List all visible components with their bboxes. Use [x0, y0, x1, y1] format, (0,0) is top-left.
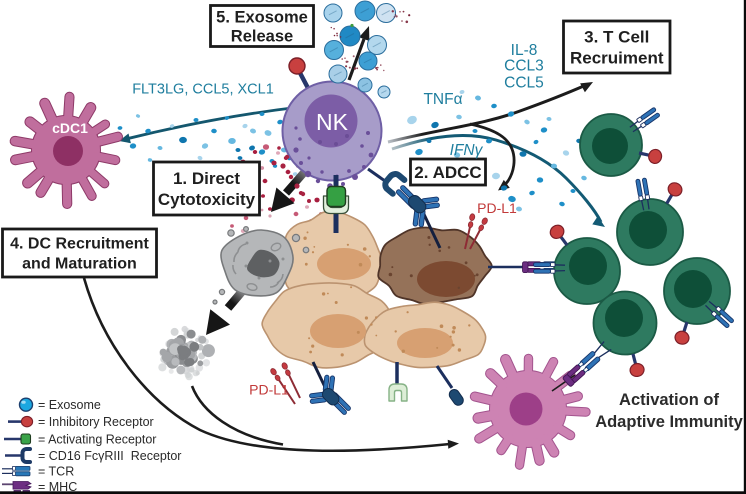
svg-text:Release: Release — [231, 27, 293, 45]
svg-text:3. T Cell: 3. T Cell — [584, 28, 649, 47]
svg-text:2. ADCC: 2. ADCC — [414, 163, 481, 182]
svg-text:= CD16 FcγRIII Receptor: = CD16 FcγRIII Receptor — [38, 449, 181, 463]
svg-text:1. Direct: 1. Direct — [173, 169, 240, 188]
svg-text:PD-L1: PD-L1 — [249, 382, 289, 398]
svg-text:Recruiment: Recruiment — [570, 49, 664, 68]
svg-text:= Activating Receptor: = Activating Receptor — [38, 433, 156, 447]
svg-text:= TCR: = TCR — [38, 465, 74, 479]
svg-text:= MHC: = MHC — [38, 480, 77, 494]
svg-text:Adaptive Immunity: Adaptive Immunity — [595, 413, 743, 431]
svg-text:= Exosome: = Exosome — [38, 398, 101, 412]
svg-text:IFNγ: IFNγ — [450, 142, 484, 159]
svg-text:Activation of: Activation of — [619, 391, 719, 409]
svg-text:and Maturation: and Maturation — [22, 256, 137, 273]
svg-text:IL-8: IL-8 — [511, 42, 538, 59]
svg-text:Cytotoxicity: Cytotoxicity — [158, 190, 256, 209]
svg-text:= Inhibitory Receptor: = Inhibitory Receptor — [38, 415, 154, 429]
svg-text:4. DC Recruitment: 4. DC Recruitment — [10, 236, 149, 253]
svg-text:PD-L1: PD-L1 — [477, 200, 517, 216]
svg-text:5. Exosome: 5. Exosome — [216, 8, 308, 26]
svg-text:cDC1: cDC1 — [52, 120, 88, 136]
svg-text:CCL5: CCL5 — [504, 75, 544, 92]
svg-text:FLT3LG, CCL5, XCL1: FLT3LG, CCL5, XCL1 — [132, 82, 274, 98]
svg-text:NK: NK — [316, 109, 349, 135]
svg-text:CCL3: CCL3 — [504, 58, 544, 75]
svg-text:TNFα: TNFα — [423, 91, 462, 108]
